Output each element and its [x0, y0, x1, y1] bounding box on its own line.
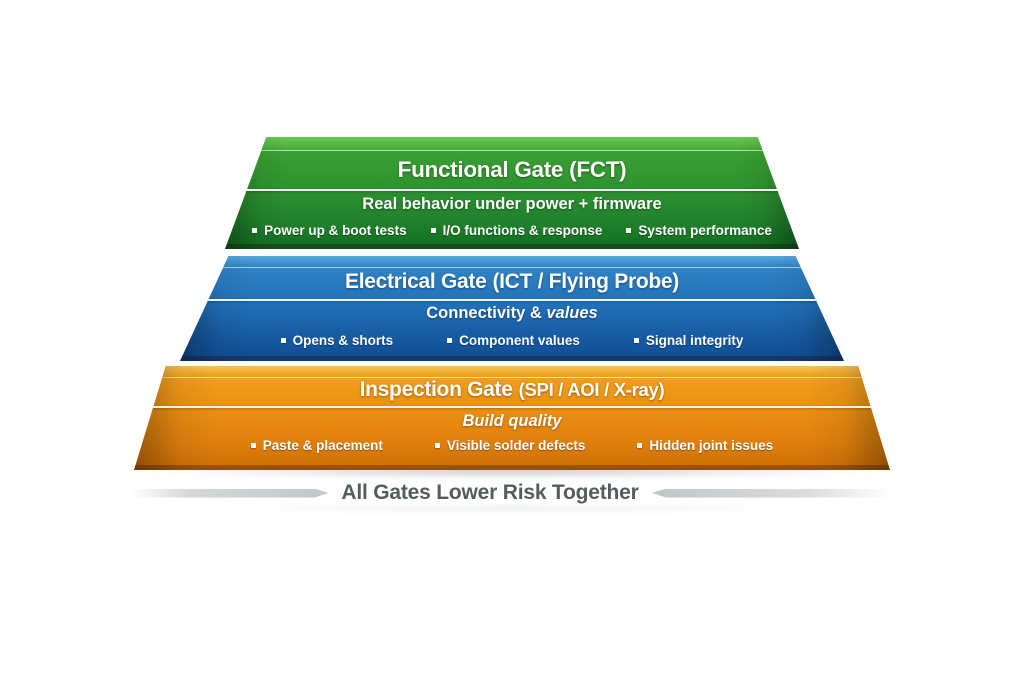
- tier-bullet-row: Opens & shorts Component values Signal i…: [180, 333, 844, 348]
- tier-base-edge: [225, 244, 799, 249]
- bullet-label: Visible solder defects: [446, 438, 586, 453]
- bullet-label: System performance: [638, 223, 772, 238]
- floor-reflection: [170, 504, 854, 513]
- tier-side-shading: [180, 256, 844, 361]
- tier-title-paren: (FCT): [569, 157, 627, 182]
- tier-title-paren: (ICT / Flying Probe): [492, 270, 679, 293]
- bullet-item: Signal integrity: [633, 333, 744, 348]
- bullet-item: Paste & placement: [250, 438, 383, 453]
- bullet-item: Component values: [447, 333, 580, 348]
- tier-top-bevel: [134, 366, 890, 378]
- bullet-label: Opens & shorts: [292, 333, 394, 348]
- caption-text: All Gates Lower Risk Together: [341, 481, 639, 504]
- tier-subtitle: Real behavior under power + firmware: [225, 195, 799, 214]
- tier-title: Functional Gate(FCT): [225, 157, 799, 183]
- tier-base-edge: [180, 356, 844, 361]
- bullet-square-icon: [252, 228, 258, 233]
- bullet-label: Signal integrity: [645, 333, 744, 348]
- bullet-square-icon: [434, 443, 440, 448]
- right-arrow-line-icon: [651, 488, 892, 498]
- tier-top-bevel: [180, 256, 844, 268]
- bullet-item: Power up & boot tests: [252, 223, 407, 238]
- tier-bullet-row: Power up & boot tests I/O functions & re…: [225, 223, 799, 238]
- bullet-label: Power up & boot tests: [264, 223, 407, 238]
- bullet-square-icon: [447, 338, 453, 343]
- bullet-square-icon: [633, 338, 639, 343]
- bullet-item: Visible solder defects: [434, 438, 586, 453]
- bullet-square-icon: [250, 443, 256, 448]
- tier-side-shading: [225, 137, 799, 249]
- bullet-square-icon: [626, 228, 632, 233]
- tier-separator-line: [145, 406, 879, 408]
- left-arrow-line-icon: [132, 488, 329, 498]
- tier-base-edge: [134, 465, 890, 470]
- tier-separator-line: [189, 299, 835, 301]
- tier-subtitle: Build quality: [134, 412, 890, 431]
- tier-title: Inspection Gate(SPI / AOI / X-ray): [134, 378, 890, 402]
- bullet-item: System performance: [626, 223, 772, 238]
- bullet-item: Hidden joint issues: [637, 438, 773, 453]
- bullet-item: I/O functions & response: [430, 223, 603, 238]
- bullet-label: Paste & placement: [262, 438, 383, 453]
- tier-functional-gate: Functional Gate(FCT) Real behavior under…: [225, 137, 799, 249]
- bullet-label: Hidden joint issues: [649, 438, 774, 453]
- bullet-label: I/O functions & response: [442, 223, 603, 238]
- bullet-label: Component values: [459, 333, 580, 348]
- subtitle-plain: Connectivity &: [426, 304, 547, 322]
- tier-electrical-gate: Electrical Gate(ICT / Flying Probe) Conn…: [180, 256, 844, 361]
- subtitle-italic: Build quality: [462, 412, 562, 430]
- tier-title-main: Inspection Gate: [359, 378, 513, 401]
- subtitle-italic: values: [546, 304, 598, 322]
- tier-inspection-gate: Inspection Gate(SPI / AOI / X-ray) Build…: [134, 366, 890, 470]
- caption-row: All Gates Lower Risk Together: [0, 480, 1024, 506]
- bullet-square-icon: [637, 443, 643, 448]
- tier-bullet-row: Paste & placement Visible solder defects…: [134, 438, 890, 453]
- tier-title-main: Electrical Gate: [345, 270, 487, 293]
- bullet-square-icon: [430, 228, 436, 233]
- bullet-square-icon: [280, 338, 286, 343]
- subtitle-plain: Real behavior under power + firmware: [362, 195, 662, 213]
- tier-title-main: Functional Gate: [397, 157, 564, 182]
- tier-subtitle: Connectivity & values: [180, 304, 844, 323]
- tier-side-shading: [134, 366, 890, 470]
- tier-top-bevel: [225, 137, 799, 151]
- tier-separator-line: [233, 189, 791, 191]
- bullet-item: Opens & shorts: [280, 333, 394, 348]
- tier-title-paren: (SPI / AOI / X-ray): [518, 379, 665, 400]
- tier-title: Electrical Gate(ICT / Flying Probe): [180, 270, 844, 294]
